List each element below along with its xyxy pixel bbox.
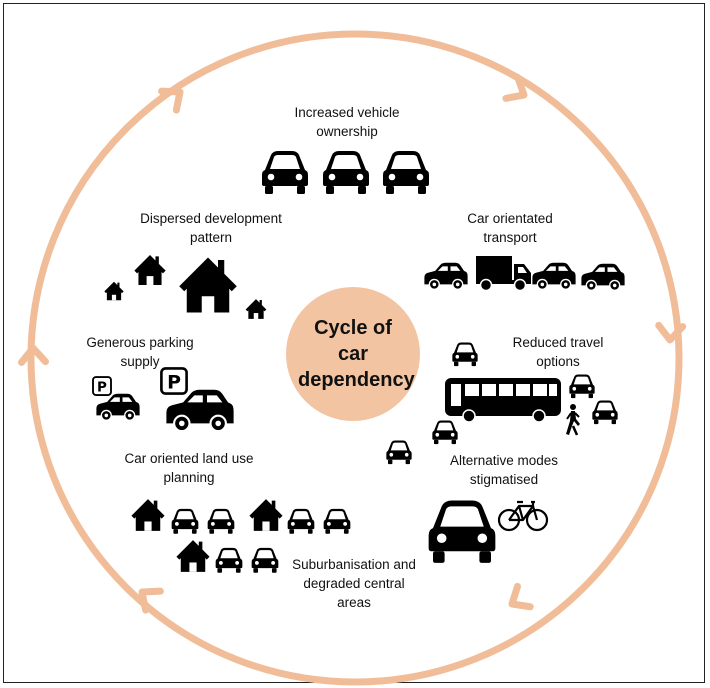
car-icon xyxy=(207,508,235,534)
car-icon xyxy=(383,151,429,194)
car-icon xyxy=(423,262,469,291)
car-icon xyxy=(531,262,577,291)
car-icon xyxy=(580,263,626,292)
stage-label-car-transport: Car orientated transport xyxy=(467,211,553,245)
stage-label-land-use: Car oriented land use planning xyxy=(124,451,254,485)
car-icon xyxy=(323,151,369,194)
car-icon xyxy=(95,393,141,422)
stage-label-reduced-options: Reduced travel options xyxy=(512,335,604,369)
car-icon xyxy=(215,547,243,573)
parking-sign-icon xyxy=(160,367,188,395)
bus-icon xyxy=(444,377,562,423)
stage-label-parking-supply: Generous parking supply xyxy=(86,335,194,369)
truck-icon xyxy=(475,255,532,292)
center-circle xyxy=(286,287,420,421)
car-icon xyxy=(386,440,412,465)
car-icon xyxy=(262,151,308,194)
pedestrian-icon xyxy=(564,402,582,437)
house-icon xyxy=(249,499,283,531)
house-icon xyxy=(245,299,267,319)
stage-label-vehicle-ownership: Increased vehicle ownership xyxy=(294,105,400,139)
car-icon xyxy=(251,547,279,573)
car-icon xyxy=(452,342,478,367)
house-icon xyxy=(176,540,210,572)
arrow-head-icon xyxy=(506,586,531,614)
car-icon xyxy=(287,508,315,534)
car-icon xyxy=(432,420,458,445)
stage-label-alternative-modes: Alternative modes stigmatised xyxy=(449,453,559,487)
cycle-ring xyxy=(27,30,683,686)
car-icon xyxy=(428,500,496,563)
car-icon xyxy=(569,374,595,399)
bicycle-icon xyxy=(497,500,549,532)
car-icon xyxy=(171,508,199,534)
center-title: Cycle of car dependency xyxy=(298,317,415,391)
car-icon xyxy=(165,388,235,433)
house-icon xyxy=(179,257,237,313)
house-icon xyxy=(131,499,165,531)
stage-label-dispersed-development: Dispersed development pattern xyxy=(140,211,282,245)
house-icon xyxy=(134,255,166,285)
car-icon xyxy=(323,508,351,534)
parking-sign-icon xyxy=(92,376,112,397)
house-icon xyxy=(104,281,124,301)
car-icon xyxy=(592,400,618,425)
stage-label-suburbanisation: Suburbanisation and degraded central are… xyxy=(292,557,416,610)
